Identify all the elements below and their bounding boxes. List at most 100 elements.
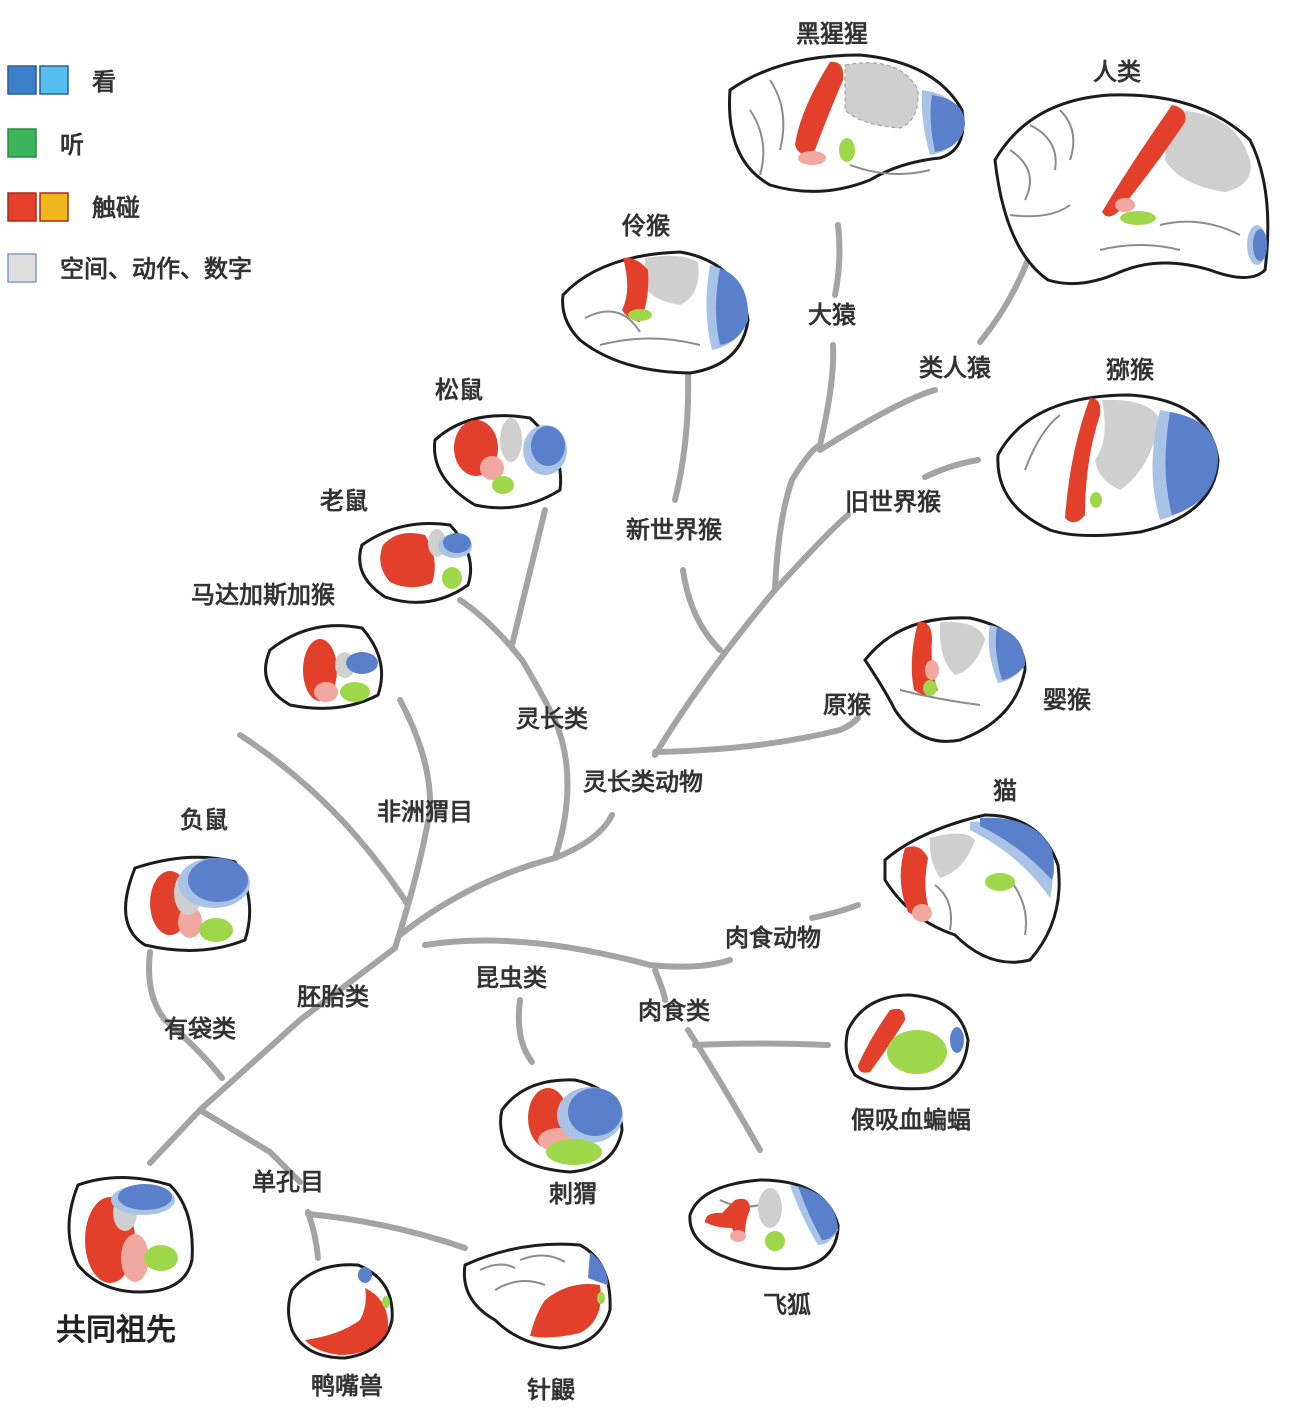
region-touch	[380, 532, 435, 588]
branch-echidna	[305, 1211, 468, 1251]
region-hearing	[765, 1231, 785, 1251]
brain-titi-monkey	[561, 250, 750, 375]
branch-primates	[652, 512, 851, 758]
region-hearing	[628, 309, 652, 321]
region-association	[929, 833, 975, 878]
brain-chimpanzee	[728, 53, 965, 193]
region-touch	[858, 1008, 905, 1073]
label-flying-fox: 飞狐	[763, 1291, 811, 1319]
brain-galago	[863, 616, 1027, 743]
region-touch-light	[798, 151, 826, 165]
legend-item-hearing: 听	[7, 128, 84, 159]
brain-aye-aye	[264, 624, 384, 710]
brain-common-ancestor	[67, 1176, 194, 1294]
label-false-vampire-bat: 假吸血蝙蝠	[851, 1106, 971, 1134]
branch-glires	[519, 657, 571, 861]
branch-rat	[457, 597, 525, 663]
branch-great-apes	[817, 342, 837, 448]
region-association	[939, 621, 985, 675]
brain-false-vampire-bat	[844, 993, 970, 1091]
branch-new-world	[680, 567, 723, 653]
legend-item-association: 空间、动作、数字	[7, 253, 252, 283]
label-primate-animals: 灵长类动物	[583, 768, 703, 796]
branch-carnivore-animals	[809, 902, 861, 921]
label-platypus: 鸭嘴兽	[311, 1372, 383, 1400]
label-titi-monkey: 伶猴	[621, 212, 671, 240]
brain-opossum	[124, 855, 252, 952]
region-hearing	[340, 682, 370, 702]
label-hedgehog: 刺猬	[549, 1180, 597, 1208]
region-hearing	[985, 873, 1015, 891]
region-touch	[1102, 105, 1186, 217]
label-rat: 老鼠	[320, 487, 368, 515]
label-monotremes: 单孔目	[252, 1168, 324, 1196]
region-touch	[305, 1288, 389, 1355]
label-marsupials: 有袋类	[164, 1015, 237, 1043]
legend-label-hearing: 听	[60, 131, 84, 159]
region-hearing	[923, 680, 937, 696]
branch-marsupials	[146, 949, 225, 1081]
region-touch-light	[925, 660, 939, 680]
phylogenetic-tree	[146, 222, 1030, 1261]
region-hearing	[1120, 211, 1156, 225]
region-vision	[1165, 412, 1218, 515]
branch-human	[977, 259, 1030, 345]
region-touch-light	[1115, 198, 1135, 212]
region-association	[645, 255, 699, 305]
legend-swatch-touch-yellow	[39, 192, 69, 222]
region-touch-light	[121, 1234, 149, 1282]
legend-label-association: 空间、动作、数字	[60, 255, 252, 283]
region-hearing	[839, 138, 855, 162]
branch-new-world-up	[672, 365, 692, 503]
legend: 看 听 触碰 空间、动作、数字	[7, 65, 252, 283]
region-vision	[995, 627, 1025, 680]
region-touch-light	[314, 682, 338, 702]
region-vision	[358, 1267, 372, 1283]
region-hearing	[199, 918, 233, 942]
brain-platypus	[287, 1263, 394, 1360]
region-touch-light	[730, 1230, 746, 1242]
label-cat: 猫	[993, 777, 1017, 805]
region-vision	[531, 426, 565, 466]
region-hearing	[887, 1030, 947, 1074]
legend-swatch-vision-dark	[7, 65, 37, 95]
region-association	[758, 1188, 782, 1228]
brain-hedgehog	[499, 1078, 624, 1174]
region-touch-light	[912, 904, 932, 922]
region-touch	[900, 846, 930, 916]
label-squirrel: 松鼠	[435, 376, 483, 404]
region-association	[1165, 110, 1251, 192]
region-association	[500, 418, 522, 462]
label-macaque: 猕猴	[1106, 356, 1155, 384]
region-vision	[716, 268, 749, 345]
label-prosimians: 原猴	[823, 691, 872, 719]
label-human: 人类	[1093, 58, 1142, 86]
legend-swatch-hearing	[7, 128, 37, 158]
region-association	[844, 62, 919, 129]
brain-human	[993, 93, 1270, 286]
brain-macaque	[996, 393, 1220, 538]
region-touch	[1065, 398, 1101, 523]
region-vision	[1253, 229, 1267, 261]
branch-afrotheria	[237, 732, 411, 908]
branch-euarchontoglires	[397, 812, 615, 938]
legend-swatch-touch-red	[7, 192, 37, 222]
branch-trunk	[147, 945, 398, 1166]
brain-echidna	[462, 1242, 612, 1350]
region-vision	[798, 1186, 838, 1240]
branch-hominoids	[817, 387, 938, 453]
legend-swatch-vision-light	[39, 65, 69, 95]
region-vision	[188, 858, 248, 902]
region-hearing	[546, 1139, 602, 1165]
label-galago: 婴猴	[1043, 686, 1092, 714]
region-vision	[346, 652, 378, 674]
region-hearing	[597, 1292, 605, 1304]
legend-label-vision: 看	[92, 68, 116, 96]
region-hearing	[1090, 492, 1102, 508]
branch-squirrel	[509, 507, 548, 648]
legend-label-touch: 触碰	[92, 194, 140, 222]
label-new-world-monkeys: 新世界猴	[626, 516, 723, 544]
branch-catarrhini	[772, 442, 823, 593]
branch-chimp	[832, 222, 843, 298]
